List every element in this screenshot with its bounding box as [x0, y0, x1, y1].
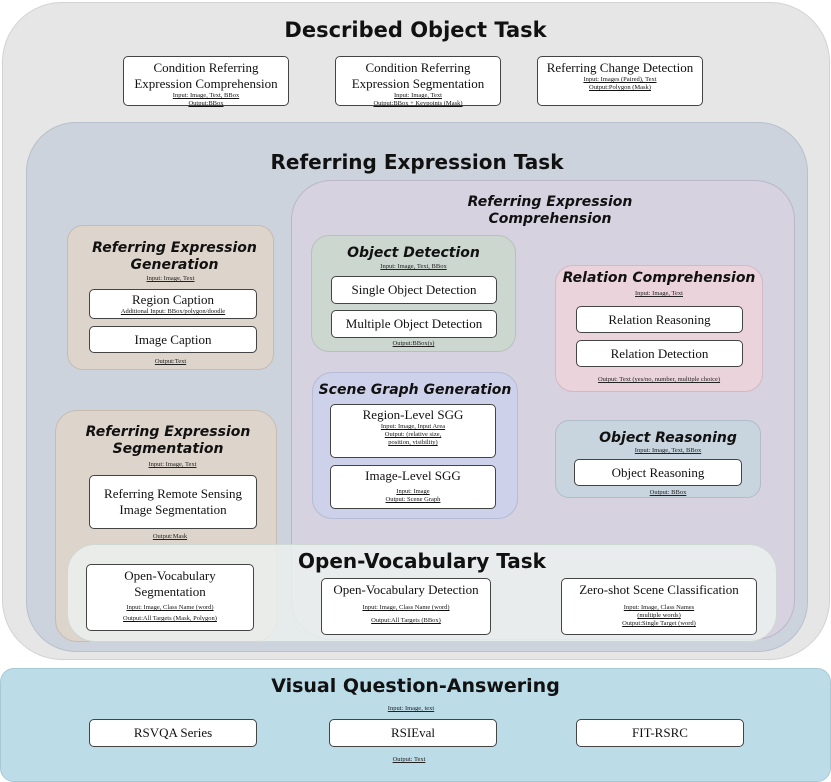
image-level-sgg-input: Input: Image	[396, 488, 430, 495]
image-level-sgg-box: Image-Level SGG Input: Image Output: Sce…	[330, 465, 496, 509]
condition-res-title: Condition Referring Expression Segmentat…	[351, 60, 485, 91]
ov-detection-box: Open-Vocabulary Detection Input: Image, …	[321, 578, 491, 635]
referring-change-box: Referring Change Detection Input: Images…	[537, 56, 703, 106]
object-detection-output: Output:BBox(s)	[392, 340, 435, 347]
generation-output: Output:Text	[154, 358, 187, 365]
condition-rec-input: Input: Image, Text, BBox	[172, 92, 240, 99]
object-detection-title: Object Detection	[347, 245, 480, 261]
segmentation-input: Input: Image, Text	[148, 461, 197, 468]
object-detection-input: Input: Image, Text, BBox	[380, 263, 447, 270]
region-caption-box: Region Caption Additional Input: BBox/po…	[89, 289, 257, 319]
object-reasoning-input: Input: Image, Text, BBox	[634, 447, 702, 454]
ov-detection-output: Output:All Targets (BBox)	[371, 617, 441, 624]
condition-res-input: Input: Image, Text	[394, 92, 442, 99]
vqa-output: Output: Text	[392, 756, 426, 763]
zero-shot-box: Zero-shot Scene Classification Input: Im…	[561, 578, 757, 635]
ov-segmentation-input: Input: Image, Class Name (word)	[126, 604, 214, 611]
relation-detection-box: Relation Detection	[576, 340, 743, 367]
open-vocab-title: Open-Vocabulary Task	[298, 549, 546, 573]
rsieval-title: RSIEval	[390, 725, 436, 740]
ov-segmentation-title: Open-Vocabulary Segmentation	[124, 568, 216, 599]
relation-input: Input: Image, Text	[635, 290, 683, 297]
relation-output: Output: Text (yes/no, number, multiple c…	[597, 376, 721, 383]
object-reasoning-output: Output: BBox	[649, 489, 687, 496]
generation-input: Input: Image, Text	[146, 275, 195, 282]
sgg-title: Scene Graph Generation	[318, 382, 512, 398]
ov-detection-input: Input: Image, Class Name (word)	[362, 604, 450, 611]
single-object-detection-box: Single Object Detection	[331, 276, 497, 304]
object-reasoning-box-title: Object Reasoning	[611, 465, 705, 480]
relation-title: Relation Comprehension	[562, 270, 756, 286]
generation-title: Referring Expression Generation	[92, 240, 257, 273]
referring-change-title: Referring Change Detection	[546, 60, 694, 75]
region-level-sgg-title: Region-Level SGG	[362, 407, 464, 422]
multiple-object-detection-box: Multiple Object Detection	[331, 310, 497, 338]
region-level-sgg-input: Input: Image, Input Area	[380, 423, 446, 430]
vqa-title: Visual Question-Answering	[271, 675, 560, 697]
ov-detection-title: Open-Vocabulary Detection	[333, 582, 479, 597]
object-reasoning-title: Object Reasoning	[599, 430, 737, 446]
image-caption-title: Image Caption	[134, 332, 212, 347]
image-level-sgg-title: Image-Level SGG	[365, 468, 461, 483]
image-level-sgg-output: Output: Scene Graph	[385, 496, 441, 503]
segmentation-title: Referring Expression Segmentation	[85, 424, 251, 457]
remote-sensing-seg-title: Referring Remote Sensing Image Segmentat…	[104, 486, 242, 517]
referring-change-input: Input: Images (Paired), Text	[583, 76, 657, 83]
region-level-sgg-box: Region-Level SGG Input: Image, Input Are…	[330, 404, 496, 458]
ov-segmentation-box: Open-Vocabulary Segmentation Input: Imag…	[86, 564, 254, 631]
referring-change-output: Output:Polygon (Mask)	[589, 84, 651, 91]
condition-rec-box: Condition Referring Expression Comprehen…	[123, 56, 289, 107]
image-caption-box: Image Caption	[89, 326, 257, 353]
remote-sensing-seg-box: Referring Remote Sensing Image Segmentat…	[89, 475, 257, 529]
relation-reasoning-title: Relation Reasoning	[608, 312, 711, 327]
fit-rsrc-box: FIT-RSRC	[576, 719, 744, 747]
rsvqa-series-title: RSVQA Series	[133, 725, 213, 740]
condition-res-box: Condition Referring Expression Segmentat…	[335, 56, 501, 107]
zero-shot-output: Output:Single Target (word)	[622, 620, 696, 627]
ov-segmentation-output: Output:All Targets (Mask, Polygon)	[123, 615, 217, 622]
fit-rsrc-title: FIT-RSRC	[632, 725, 688, 740]
relation-detection-title: Relation Detection	[610, 346, 709, 361]
referring-expression-title: Referring Expression Task	[270, 150, 564, 174]
region-level-sgg-output: Output: (relative size, position, visibi…	[384, 431, 442, 446]
zero-shot-title: Zero-shot Scene Classification	[579, 582, 739, 597]
single-object-detection-title: Single Object Detection	[351, 282, 477, 297]
described-object-title: Described Object Task	[284, 18, 547, 42]
segmentation-output: Output:Mask	[152, 533, 188, 540]
rec-title: Referring Expression Comprehension	[467, 194, 633, 227]
object-reasoning-box: Object Reasoning	[574, 459, 742, 486]
region-caption-note: Additional Input: BBox/polygon/doodle	[120, 308, 226, 315]
multiple-object-detection-title: Multiple Object Detection	[345, 316, 483, 331]
region-caption-title: Region Caption	[132, 292, 214, 307]
relation-reasoning-box: Relation Reasoning	[576, 306, 743, 333]
rsieval-box: RSIEval	[329, 719, 497, 747]
condition-res-output: Output:BBox + Keypoints (Mask)	[373, 100, 463, 107]
rsvqa-series-box: RSVQA Series	[89, 719, 257, 747]
zero-shot-input: Input: Image, Class Names (multiple word…	[623, 604, 695, 619]
condition-rec-output: Output:BBox	[188, 100, 224, 107]
vqa-input: Input: Image, text	[387, 705, 435, 712]
condition-rec-title: Condition Referring Expression Comprehen…	[134, 60, 278, 91]
